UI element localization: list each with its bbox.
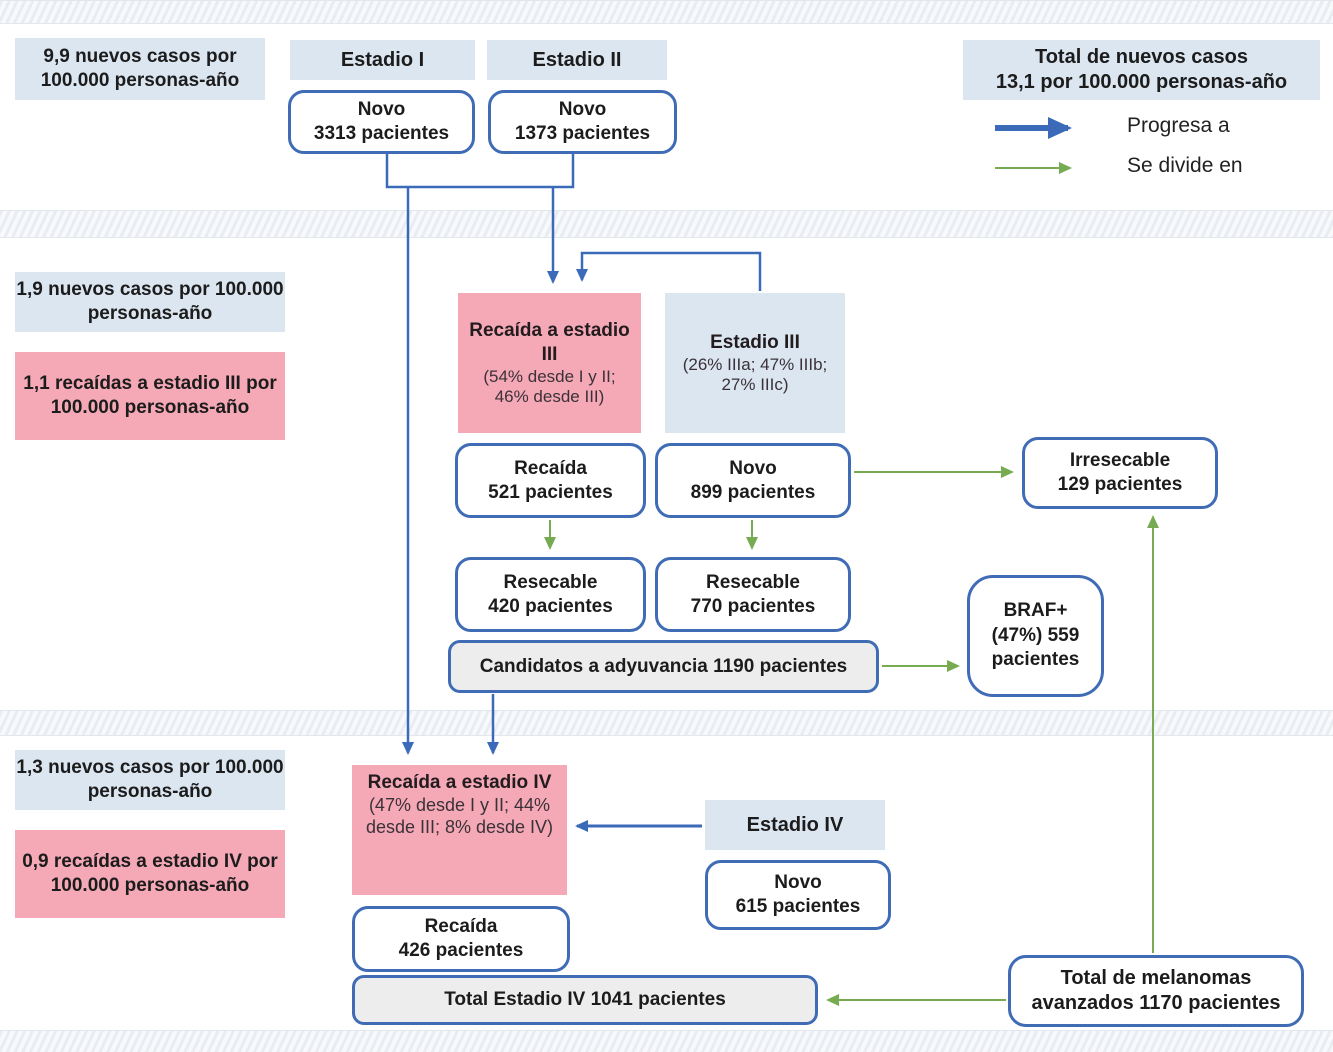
note-total-new-cases: Total de nuevos casos 13,1 por 100.000 p… [963, 40, 1320, 100]
note-relapse-stage4: 0,9 recaídas a estadio IV por 100.000 pe… [15, 830, 285, 918]
node-estadio-3: Estadio III (26% IIIa; 47% IIIb; 27% III… [665, 293, 845, 433]
node-novo-3313: Novo 3313 pacientes [288, 90, 475, 154]
legend-progresa-label: Progresa a [1127, 114, 1230, 137]
section-band-2-3 [0, 710, 1333, 736]
section-band-top [0, 0, 1333, 24]
node-resecable-420: Resecable 420 pacientes [455, 557, 646, 632]
label-estadio-4: Estadio IV [705, 800, 885, 850]
node-recaida-426: Recaída 426 pacientes [352, 906, 570, 972]
note-incidence-stage1-2: 9,9 nuevos casos por 100.000 personas-añ… [15, 38, 265, 100]
node-total-melanomas-avanzados: Total de melanomas avanzados 1170 pacien… [1008, 955, 1304, 1027]
node-irresecable-129: Irresecable 129 pacientes [1022, 437, 1218, 509]
arrow-estadio3-to-relapse3 [576, 251, 762, 291]
node-candidatos-adyuvancia: Candidatos a adyuvancia 1190 pacientes [448, 640, 879, 693]
label-estadio-1: Estadio I [290, 40, 475, 80]
node-relapse-stage4: Recaída a estadio IV (47% desde I y II; … [352, 765, 567, 895]
note-incidence-stage3: 1,9 nuevos casos por 100.000 personas-añ… [15, 272, 285, 332]
node-braf-559: BRAF+ (47%) 559 pacientes [967, 575, 1104, 697]
node-novo-1373: Novo 1373 pacientes [488, 90, 677, 154]
node-total-estadio4: Total Estadio IV 1041 pacientes [352, 975, 818, 1025]
section-band-1-2 [0, 210, 1333, 238]
connector-novo-junction [385, 154, 575, 189]
node-novo-615: Novo 615 pacientes [705, 860, 891, 930]
node-resecable-770: Resecable 770 pacientes [655, 557, 851, 632]
note-incidence-stage4: 1,3 nuevos casos por 100.000 personas-añ… [15, 750, 285, 810]
note-relapse-stage3: 1,1 recaídas a estadio III por 100.000 p… [15, 352, 285, 440]
legend-divide-label: Se divide en [1127, 154, 1243, 177]
node-recaida-521: Recaída 521 pacientes [455, 443, 646, 518]
section-band-bottom [0, 1030, 1333, 1052]
label-estadio-2: Estadio II [487, 40, 667, 80]
node-novo-899: Novo 899 pacientes [655, 443, 851, 518]
node-relapse-stage3: Recaída a estadio III (54% desde I y II;… [458, 293, 641, 433]
